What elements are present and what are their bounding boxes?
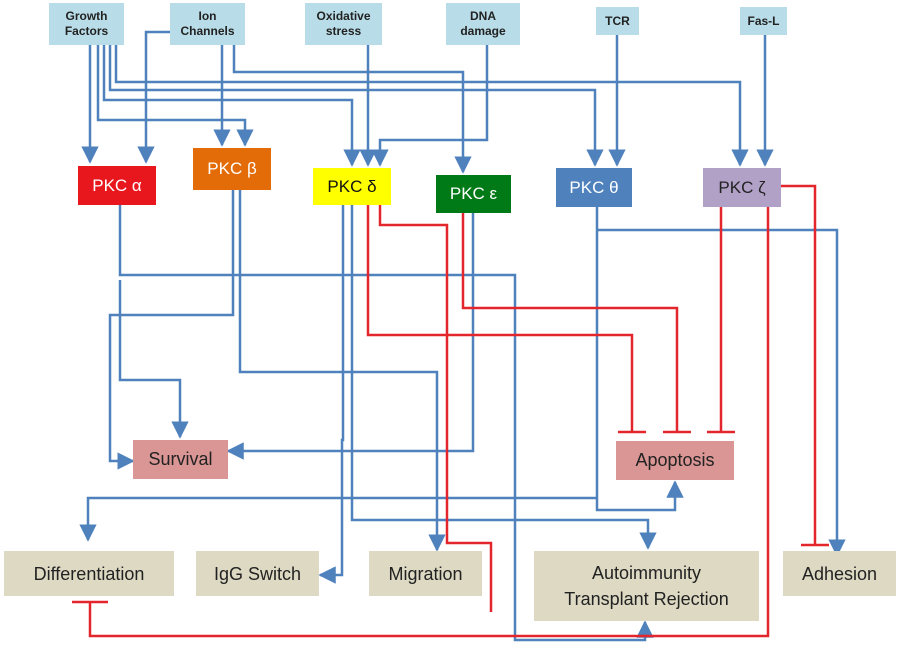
edge-growth-zeta bbox=[114, 45, 749, 167]
inhib-delta-autoimmunity bbox=[378, 205, 493, 612]
pkc-theta-node: PKC θ bbox=[556, 168, 632, 207]
fas-l-node: Fas-L bbox=[740, 7, 787, 35]
pkc-alpha-node: PKC α bbox=[78, 166, 156, 205]
migration-node: Migration bbox=[369, 551, 482, 596]
edge-beta-migration bbox=[238, 190, 446, 552]
apoptosis-node: Apoptosis bbox=[616, 441, 734, 480]
adhesion-node: Adhesion bbox=[783, 551, 896, 596]
edge-alpha-survival bbox=[118, 280, 189, 439]
inhib-zeta-differentiation bbox=[72, 207, 770, 638]
edge-beta-survival bbox=[108, 190, 235, 470]
edge-theta-apoptosis bbox=[595, 207, 684, 512]
ion-channels-node: Ion Channels bbox=[170, 3, 245, 45]
pkc-zeta-node: PKC ζ bbox=[703, 168, 781, 207]
pkc-beta-node: PKC β bbox=[193, 148, 271, 190]
edge-delta-igg bbox=[318, 205, 345, 584]
pkc-delta-node: PKC δ bbox=[313, 168, 391, 205]
inhib-zeta-apoptosis bbox=[707, 207, 735, 434]
edge-delta-autoimmunity bbox=[350, 205, 657, 550]
autoimmunity-node: Autoimmunity Transplant Rejection bbox=[534, 551, 759, 621]
edge-growth-beta bbox=[96, 45, 254, 147]
edge-dna-delta bbox=[371, 45, 489, 167]
edge-growth-theta bbox=[108, 45, 604, 167]
inhib-delta-apoptosis bbox=[366, 205, 646, 434]
edge-theta-differentiation bbox=[79, 496, 597, 542]
edge-ion-epsilon bbox=[232, 45, 472, 174]
igg-switch-node: IgG Switch bbox=[196, 551, 319, 596]
edge-theta-adhesion bbox=[597, 228, 846, 557]
inhib-epsilon-apoptosis bbox=[461, 213, 691, 434]
growth-factors-node: Growth Factors bbox=[49, 3, 124, 45]
edge-epsilon-survival bbox=[226, 212, 475, 460]
pkc-epsilon-node: PKC ε bbox=[436, 175, 511, 213]
edge-ion-alpha bbox=[137, 30, 170, 164]
tcr-node: TCR bbox=[596, 7, 639, 35]
differentiation-node: Differentiation bbox=[4, 551, 174, 596]
inhib-zeta-adhesion bbox=[781, 184, 829, 547]
dna-damage-node: DNA damage bbox=[446, 3, 520, 45]
oxidative-stress-node: Oxidative stress bbox=[305, 3, 382, 45]
edge-growth-delta bbox=[102, 45, 361, 167]
survival-node: Survival bbox=[133, 440, 228, 479]
